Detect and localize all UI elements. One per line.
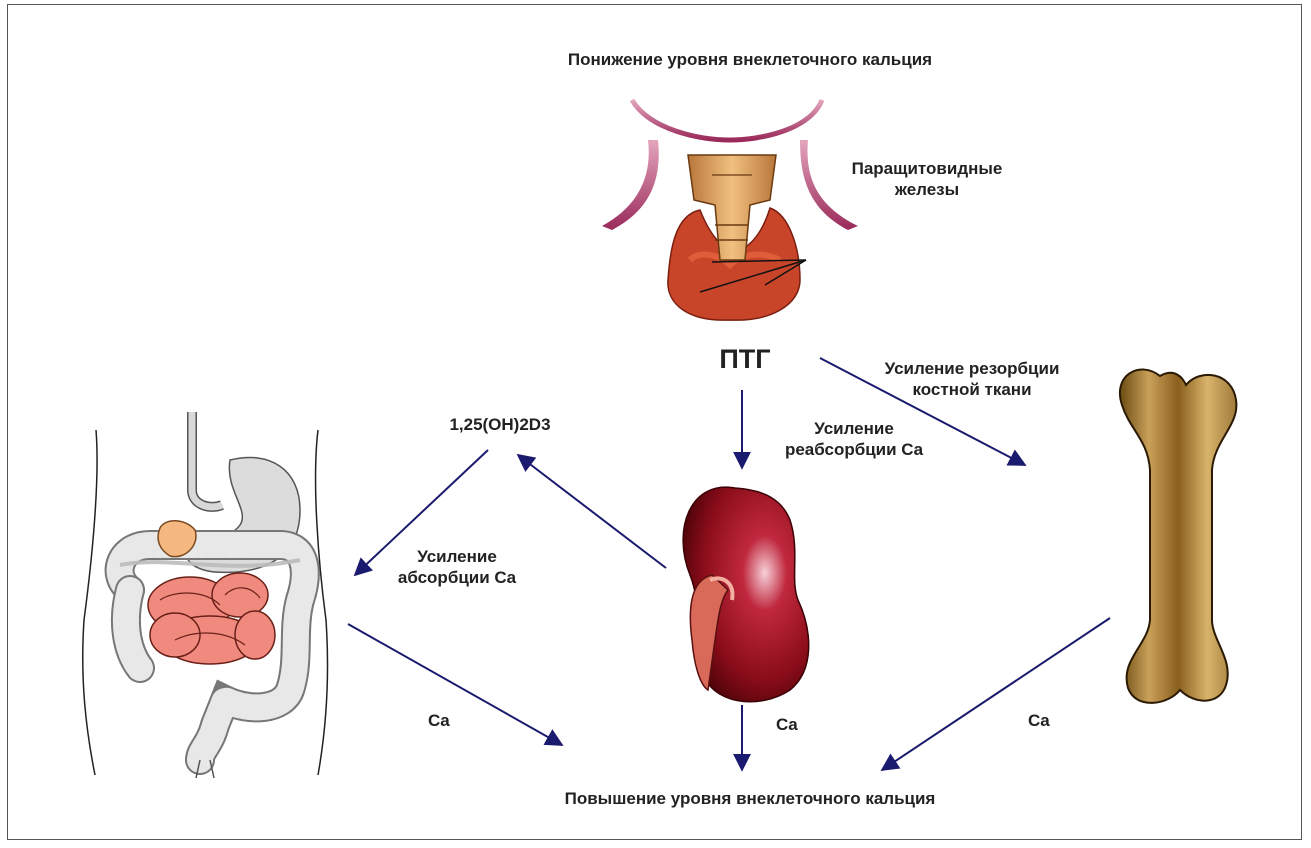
vitamin-d-label: 1,25(OH)2D3 xyxy=(410,414,590,435)
bone-illustration xyxy=(1120,369,1237,702)
ca-gut-label: Ca xyxy=(428,710,450,731)
ca-bone-label: Ca xyxy=(1028,710,1050,731)
bottom-title: Повышение уровня внеклеточного кальция xyxy=(440,788,1060,809)
parathyroid-label: Паращитовидные железы xyxy=(832,158,1022,200)
pth-label: ПТГ xyxy=(700,344,790,374)
parathyroid-label-line2: железы xyxy=(832,179,1022,200)
absorption-label-line2: абсорбции Ca xyxy=(372,567,542,588)
bone-resorption-label: Усиление резорбции костной ткани xyxy=(872,358,1072,400)
bone-resorption-label-line2: костной ткани xyxy=(872,379,1072,400)
bone-resorption-label-line1: Усиление резорбции xyxy=(872,358,1072,379)
absorption-label: Усиление абсорбции Ca xyxy=(372,546,542,588)
absorption-label-line1: Усиление xyxy=(372,546,542,567)
reabsorption-label-line2: реабсорбции Ca xyxy=(754,439,954,460)
ca-kidney-label: Ca xyxy=(776,714,798,735)
arrow-gut-to-result xyxy=(348,624,562,745)
reabsorption-label: Усиление реабсорбции Ca xyxy=(754,418,954,460)
top-title: Понижение уровня внеклеточного кальция xyxy=(440,49,1060,70)
arrow-bone-to-result xyxy=(882,618,1110,770)
reabsorption-label-line1: Усиление xyxy=(754,418,954,439)
parathyroid-label-line1: Паращитовидные xyxy=(832,158,1022,179)
neck-thyroid-illustration xyxy=(602,100,858,320)
digestive-tract-illustration xyxy=(83,412,328,778)
kidney-illustration xyxy=(683,487,809,702)
